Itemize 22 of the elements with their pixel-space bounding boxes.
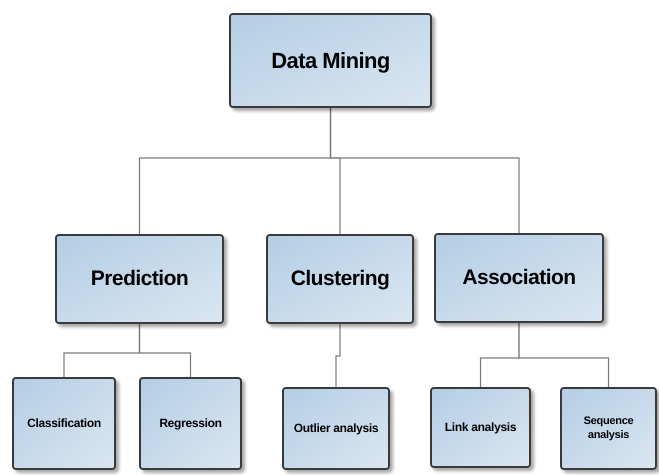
hierarchy-box <box>266 234 414 324</box>
hierarchy-box <box>229 13 432 108</box>
hierarchy-box <box>560 387 657 470</box>
box-label: Clustering <box>290 266 390 292</box>
box-label: Data Mining <box>271 46 390 74</box>
box-label: Link analysis <box>444 420 516 435</box>
connector-line <box>518 323 610 387</box>
box-label: Sequence analysis <box>582 414 634 442</box>
hierarchy-box <box>282 387 390 470</box>
connector-line <box>138 324 192 377</box>
connector-line <box>335 324 341 387</box>
box-label: Regression <box>159 416 222 431</box>
box-label: Outlier analysis <box>294 421 378 436</box>
hierarchy-box <box>430 387 531 468</box>
box-label: Prediction <box>90 266 188 292</box>
box-label: Classification <box>27 416 101 431</box>
hierarchy-box <box>55 234 224 324</box>
hierarchy-box <box>12 377 116 470</box>
box-label: Association <box>462 264 576 291</box>
hierarchy-box <box>434 233 604 323</box>
hierarchy-box <box>139 377 242 470</box>
connector-line <box>330 108 520 233</box>
